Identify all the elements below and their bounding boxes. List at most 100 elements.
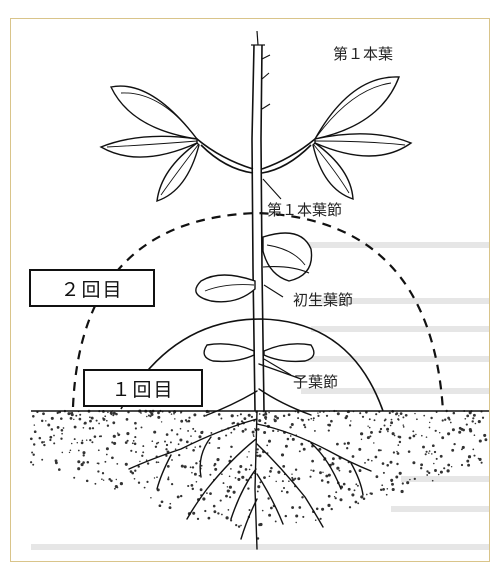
soil-dot <box>208 442 211 444</box>
soil-dot <box>289 435 292 437</box>
soil-dot <box>402 426 405 428</box>
soil-dot <box>264 412 268 416</box>
soil-dot <box>401 482 404 485</box>
soil-dot <box>225 516 229 520</box>
soil-dot <box>450 465 453 468</box>
soil-dot <box>379 427 383 431</box>
soil-dot <box>382 471 385 474</box>
soil-dot <box>80 463 84 467</box>
first-pass-box: １回目 <box>83 369 203 407</box>
soil-dot <box>269 470 272 473</box>
stem <box>251 30 271 412</box>
soil-dot <box>124 441 128 444</box>
soil-dot <box>91 441 94 444</box>
soil-dot <box>56 426 60 429</box>
soil-dot <box>174 418 176 420</box>
soil-dot <box>368 426 371 429</box>
soil-dot <box>358 447 362 451</box>
soil-dot <box>467 463 471 467</box>
soil-dot <box>177 443 180 446</box>
soil-dot <box>414 412 416 415</box>
soil-dot <box>33 430 37 434</box>
soil-dot <box>447 463 451 467</box>
soil-dot <box>474 422 477 425</box>
soil-dot <box>398 471 402 475</box>
soil-dot <box>291 473 293 475</box>
soil-dot <box>367 425 369 427</box>
soil-dot <box>325 474 329 478</box>
soil-dot <box>412 434 416 438</box>
soil-dot <box>112 421 116 425</box>
soil-dot <box>439 470 443 474</box>
soil-dot <box>203 414 206 417</box>
soil-dot <box>229 455 232 458</box>
soil-dot <box>286 490 289 494</box>
soil-dot <box>33 424 36 426</box>
soil-dot <box>259 522 263 527</box>
soil-dot <box>251 430 255 434</box>
soil-dot <box>302 447 306 451</box>
soil-dot <box>408 436 412 440</box>
soil-dot <box>79 413 82 416</box>
soil-dot <box>217 447 219 449</box>
soil-dot <box>239 465 243 468</box>
soil-dot <box>119 482 123 486</box>
soil-dot <box>312 419 315 421</box>
soil-dot <box>179 427 182 430</box>
soil-dot <box>291 478 295 482</box>
soil-dot <box>339 498 343 502</box>
soil-dot <box>47 423 51 427</box>
soil-dot <box>351 493 355 497</box>
soil-dot <box>38 436 42 440</box>
soil-dot <box>386 488 389 490</box>
soil-dot <box>105 419 108 422</box>
soil-dot <box>397 419 400 421</box>
soil-dot <box>407 450 411 453</box>
soil-dot <box>126 432 130 436</box>
soil-dot <box>389 460 393 464</box>
soil-dot <box>300 442 304 446</box>
soil-dot <box>156 476 158 479</box>
soil-dot <box>129 470 133 473</box>
soil-dot <box>327 473 331 477</box>
soil-dot <box>441 419 444 422</box>
soil-dot <box>375 413 378 416</box>
soil-dot <box>230 468 232 470</box>
soil-dot <box>187 429 190 432</box>
soil-dot <box>473 454 476 457</box>
soil-dot <box>317 414 320 417</box>
soil-dot <box>451 428 455 432</box>
soil-dot <box>275 480 277 483</box>
soil-dot <box>187 484 190 488</box>
soil-dot <box>391 487 395 492</box>
soil-dot <box>282 414 286 418</box>
soil-dot <box>49 438 52 442</box>
soil-dot <box>69 412 72 415</box>
soil-dot <box>230 431 233 434</box>
soil-dot <box>381 462 385 465</box>
soil-dot <box>311 459 314 463</box>
soil-dot <box>469 429 473 433</box>
soil-dot <box>207 516 211 520</box>
soil-dot <box>116 432 119 434</box>
soil-dot <box>237 470 241 474</box>
soil-dot <box>257 428 260 431</box>
soil-dot <box>312 469 315 472</box>
soil-dot <box>428 452 430 454</box>
soil-dot <box>390 418 393 421</box>
diagram-frame: 第１本葉 第１本葉節 初生葉節 子葉節 ２回目 １回目 <box>10 18 490 562</box>
soil-dot <box>472 448 475 451</box>
soil-dot <box>412 430 415 433</box>
soil-dot <box>31 451 34 454</box>
soil-dot <box>434 469 437 472</box>
soil-dot <box>133 477 136 480</box>
soil-dot <box>385 493 388 496</box>
soil-dot <box>100 435 102 438</box>
soil-dot <box>43 443 46 447</box>
soil-dot <box>327 429 330 432</box>
soil-dot <box>240 420 244 423</box>
soil-dot <box>365 493 368 496</box>
soil-dot <box>421 434 423 437</box>
soil-dot <box>383 424 386 427</box>
soil-dot <box>358 469 362 473</box>
